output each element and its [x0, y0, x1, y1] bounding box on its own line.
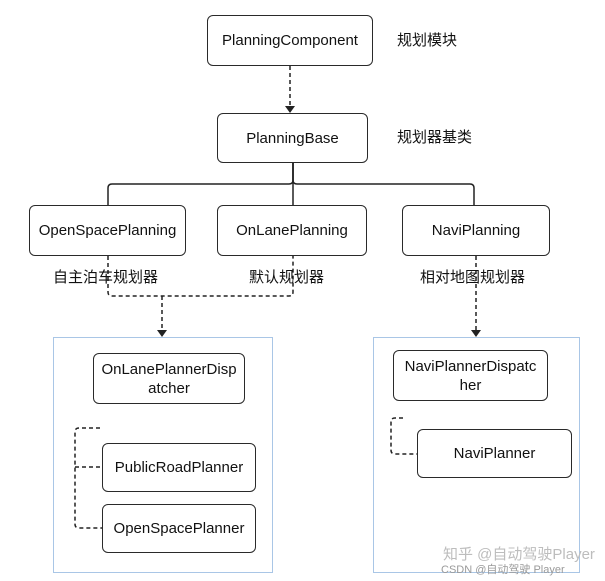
on-lane-planner-dispatcher-node: OnLanePlannerDisp atcher: [93, 353, 245, 404]
relative-map-planner-label: 相对地图规划器: [420, 269, 526, 286]
planning-component-node: PlanningComponent: [207, 15, 373, 66]
arrow-head: [471, 330, 481, 337]
solid-tree-connector: [292, 163, 475, 205]
navi-planner-text: NaviPlanner: [453, 445, 536, 462]
navi-planner-dispatcher-text-line2: her: [459, 376, 482, 394]
arrow-head: [157, 330, 167, 337]
navi-planner-dispatcher-node: NaviPlannerDispatc her: [393, 350, 548, 401]
arrow-head: [285, 106, 295, 113]
on-lane-planning-node: OnLanePlanning: [217, 205, 367, 256]
planning-component-text: PlanningComponent: [222, 32, 358, 49]
solid-tree-connector: [107, 163, 294, 205]
navi-planning-node: NaviPlanning: [402, 205, 550, 256]
open-space-planning-node: OpenSpacePlanning: [29, 205, 186, 256]
public-road-planner-text: PublicRoadPlanner: [114, 459, 244, 476]
on-lane-planning-text: OnLanePlanning: [236, 222, 348, 239]
watermark-sub: CSDN @自动驾驶 Player: [441, 564, 565, 576]
navi-planner-node: NaviPlanner: [417, 429, 572, 478]
navi-planning-text: NaviPlanning: [431, 222, 521, 239]
navi-planner-group: [373, 337, 580, 573]
autonomous-parking-planner-label: 自主泊车规划器: [53, 269, 159, 286]
planner-base-class-label: 规划器基类: [397, 129, 473, 146]
dashed-connector: [390, 417, 417, 455]
planning-base-node: PlanningBase: [217, 113, 368, 163]
dashed-connector: [74, 427, 102, 529]
on-lane-planner-dispatcher-text-line1: OnLanePlannerDisp: [101, 360, 237, 378]
planning-module-label: 规划模块: [397, 32, 458, 49]
on-lane-planner-dispatcher-text-line2: atcher: [148, 379, 190, 397]
dashed-connector: [107, 256, 294, 297]
navi-planner-dispatcher-text-line1: NaviPlannerDispatc: [404, 357, 537, 375]
open-space-planner-text: OpenSpacePlanner: [113, 520, 245, 537]
open-space-planner-node: OpenSpacePlanner: [102, 504, 256, 553]
planning-base-text: PlanningBase: [246, 129, 339, 147]
open-space-planning-text: OpenSpacePlanning: [38, 222, 177, 239]
watermark-main: 知乎 @自动驾驶Player: [443, 546, 595, 563]
public-road-planner-node: PublicRoadPlanner: [102, 443, 256, 492]
on-lane-planner-group: [53, 337, 273, 573]
default-planner-label: 默认规划器: [249, 269, 325, 286]
